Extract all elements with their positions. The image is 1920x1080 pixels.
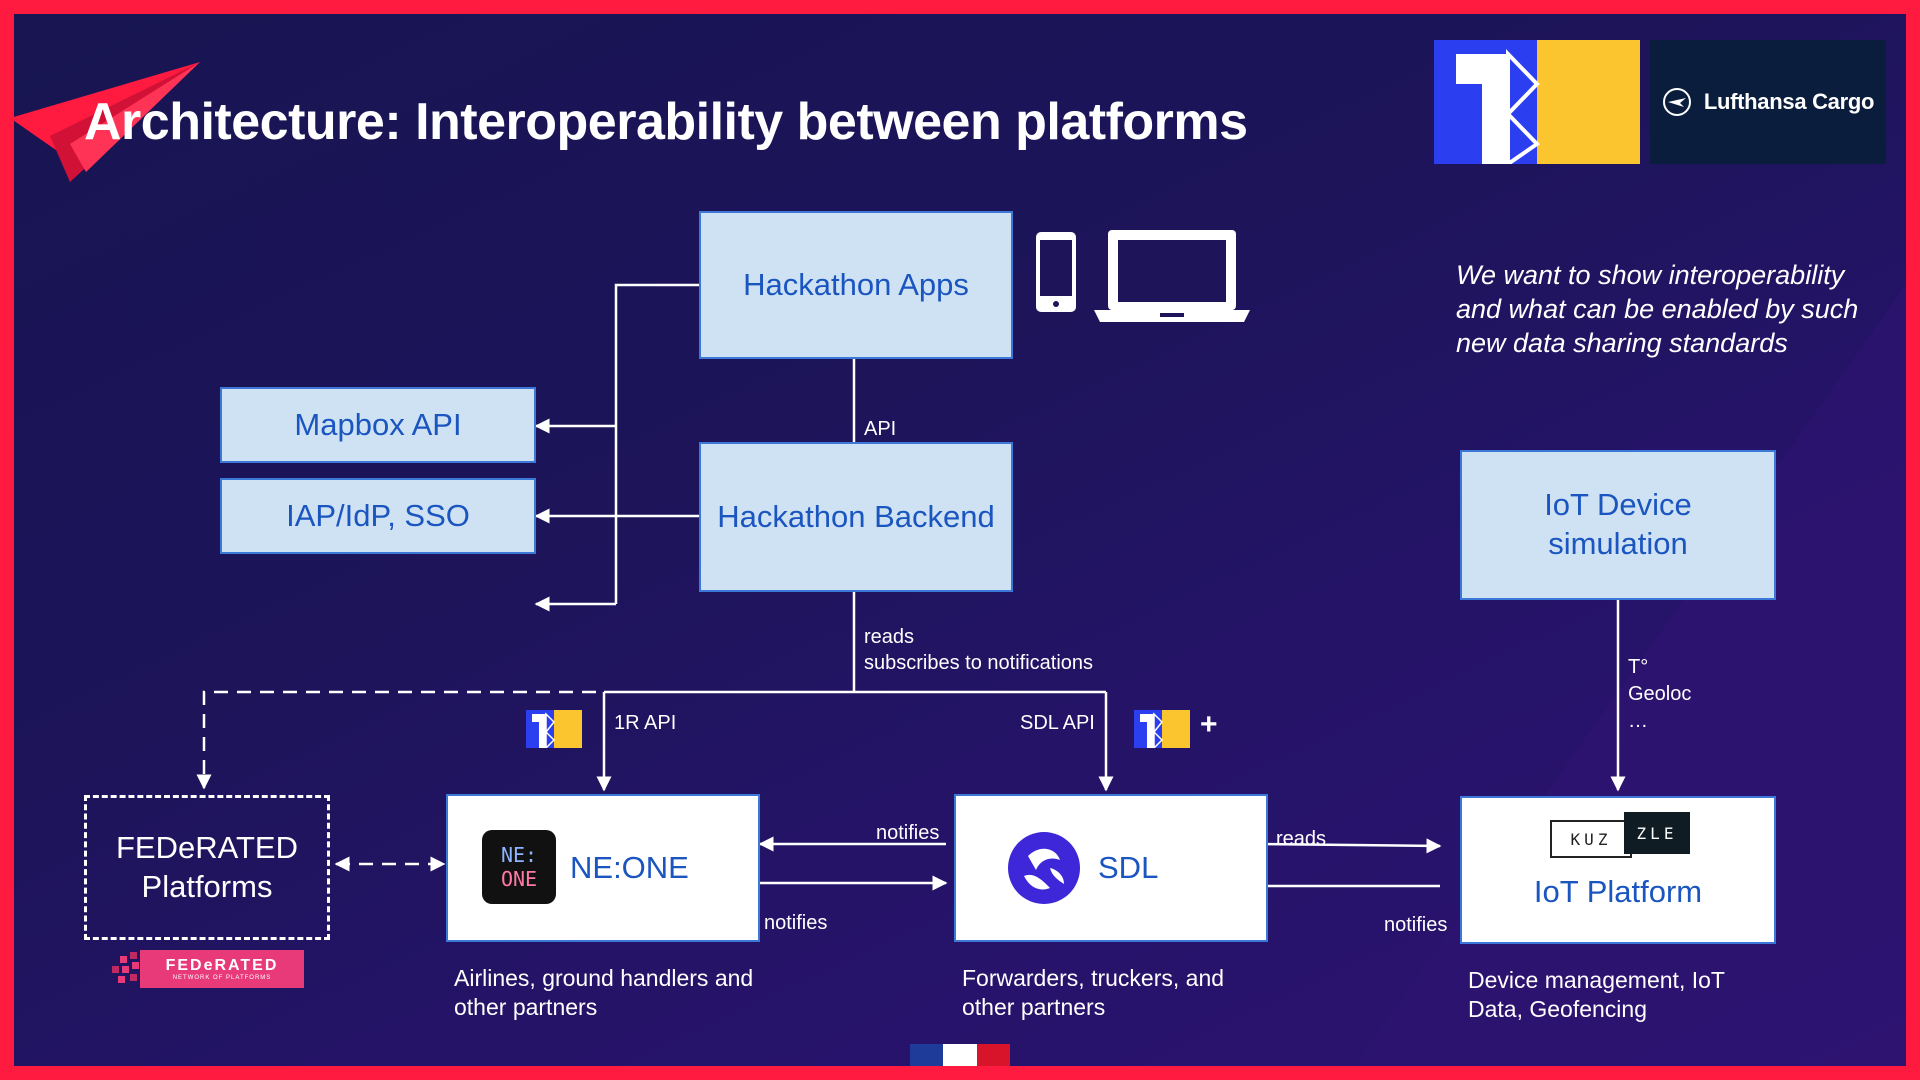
french-flag-icon <box>910 1044 1010 1066</box>
reads-right-label: reads <box>1276 828 1327 850</box>
neone-logo-top: NE: <box>500 843 538 867</box>
neone-box: NE: ONE NE:ONE <box>446 794 760 942</box>
quote-text: We want to show interoperability and wha… <box>1456 260 1859 358</box>
iot-platform-label: IoT Platform <box>1533 874 1703 909</box>
reads-subscribes-label: reads subscribes to notifications <box>864 626 1094 674</box>
kuzzle-logo: KUZ ZLE <box>1550 812 1690 860</box>
kuzzle-logo-right: ZLE <box>1624 812 1690 854</box>
notifies-top-label: notifies <box>876 822 940 844</box>
sdl-description: Forwarders, truckers, and other partners <box>962 965 1225 1020</box>
iot-platform-box: KUZ ZLE IoT Platform <box>1460 796 1776 944</box>
page-title: Architecture: Interoperability between p… <box>84 93 1248 151</box>
sdl-to-iot-arrow <box>1253 838 1442 854</box>
lufthansa-cargo-text: Lufthansa Cargo <box>1703 89 1875 114</box>
left-bus-line <box>614 283 699 604</box>
laptop-icon <box>1094 230 1250 322</box>
api-label: API <box>864 418 897 440</box>
to-federated-dashed-arrow <box>196 690 596 790</box>
neone-logo-icon: NE: ONE <box>482 830 556 904</box>
onerecord-badge-sdl-icon <box>1134 710 1190 748</box>
sdl-label: SDL <box>1098 850 1159 885</box>
lufthansa-cargo-logo: Lufthansa Cargo <box>1650 40 1886 164</box>
notifies-right-label: notifies <box>1384 914 1448 936</box>
slide: Architecture: Interoperability between p… <box>14 14 1906 1066</box>
iap-idp-sso-box: IAP/IdP, SSO <box>220 478 536 554</box>
plus-sign: + <box>1200 708 1218 741</box>
connectors <box>196 283 1626 894</box>
sdl-box: SDL <box>954 794 1268 942</box>
sdl-logo-icon <box>1008 832 1080 904</box>
hackathon-apps-box: Hackathon Apps <box>699 211 1013 359</box>
one-r-api-label: 1R API <box>614 712 677 734</box>
sdl-api-label: SDL API <box>1020 712 1095 734</box>
federated-platforms-box: FEDeRATED Platforms <box>84 795 330 940</box>
iot-description: Device management, IoT Data, Geofencing <box>1468 967 1725 1022</box>
federated-badge: FEDeRATED NETWORK OF PLATFORMS <box>110 950 304 988</box>
federated-badge-subtitle: NETWORK OF PLATFORMS <box>172 974 272 981</box>
phone-icon <box>1036 232 1076 312</box>
federated-badge-title: FEDeRATED <box>165 956 279 974</box>
neone-label: NE:ONE <box>570 850 689 885</box>
neone-logo-bottom: ONE <box>500 867 538 891</box>
hackathon-backend-box: Hackathon Backend <box>699 442 1013 592</box>
notifies-bottom-label: notifies <box>764 912 828 934</box>
crane-icon <box>1662 88 1691 116</box>
temperature-geoloc-label: T° Geoloc … <box>1628 656 1692 732</box>
kuzzle-logo-left: KUZ <box>1550 820 1632 858</box>
onerecord-badge-1r-icon <box>526 710 582 748</box>
mapbox-api-box: Mapbox API <box>220 387 536 463</box>
iot-device-simulation-box: IoT Device simulation <box>1460 450 1776 600</box>
paper-plane-icon <box>14 62 200 182</box>
neone-description: Airlines, ground handlers and other part… <box>454 965 754 1020</box>
onerecord-logo-icon <box>1434 40 1640 164</box>
